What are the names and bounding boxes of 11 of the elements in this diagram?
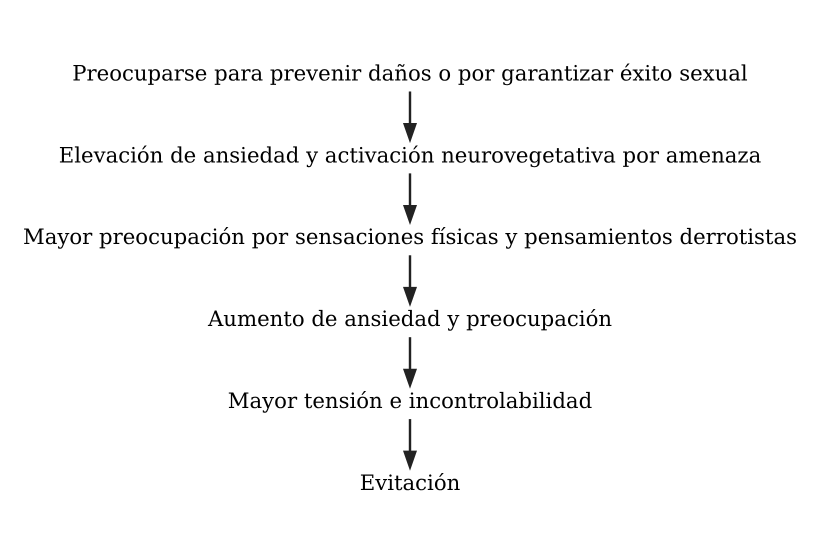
arrow [402,172,418,224]
node-text: Preocuparse para prevenir daños o por garantizar éxito sexual [72,60,748,86]
node-text: Evitación [360,470,460,496]
node-text: Mayor tensión e incontrolabilidad [228,388,592,414]
arrow [402,418,418,470]
arrow [402,336,418,388]
node-text: Elevación de ansiedad y activación neurovegetativa por amenaza [58,142,762,168]
arrow [402,90,418,143]
node-text: Mayor preocupación por sensaciones físicas y pensamientos derrotistas [22,224,798,250]
arrow [402,254,418,306]
node-text: Aumento de ansiedad y preocupación [208,306,612,332]
